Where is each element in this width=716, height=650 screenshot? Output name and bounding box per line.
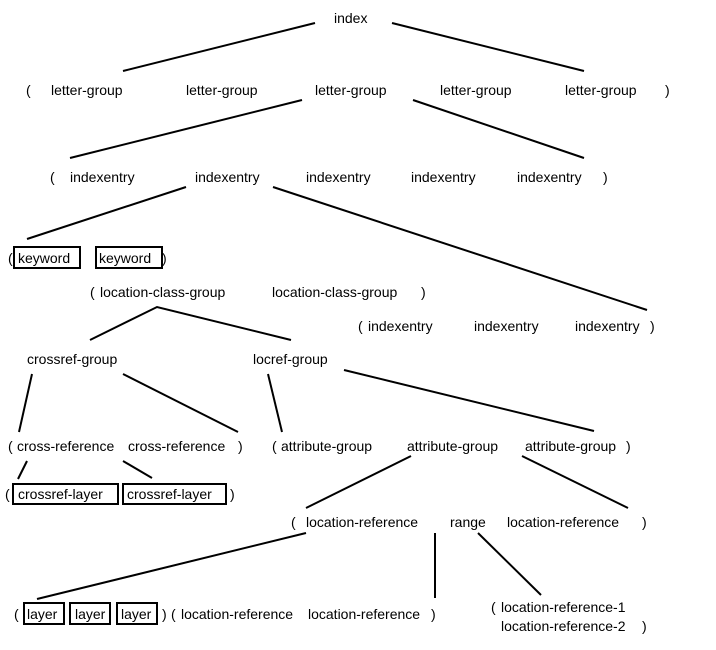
node-indexentry: indexentry [70, 169, 135, 185]
node-indexentry: indexentry [306, 169, 371, 185]
paren-open: ( [358, 318, 363, 334]
paren-close: ) [650, 318, 655, 334]
edge-lg3-to-ie-open [69, 99, 303, 159]
node-indexentry: indexentry [368, 318, 433, 334]
node-indexentry: indexentry [474, 318, 539, 334]
node-letter-group: letter-group [440, 82, 512, 98]
edges [17, 22, 648, 600]
node-keyword: keyword [18, 250, 70, 266]
location-reference-pair: ( location-reference location-reference … [171, 606, 436, 622]
crossref-layer-box [122, 483, 227, 505]
node-attribute-group: attribute-group [281, 438, 372, 454]
paren-open: ( [14, 606, 19, 622]
paren-close: ) [626, 438, 631, 454]
paren-open: ( [26, 82, 31, 98]
node-letter-group: letter-group [565, 82, 637, 98]
paren-close: ) [162, 606, 167, 622]
edge-lg3-to-ie-close [412, 99, 585, 159]
paren-close: ) [642, 514, 647, 530]
keyword-list: ( keyword keyword ) [8, 246, 167, 269]
node-location-reference: location-reference [308, 606, 420, 622]
node-crossref-layer: crossref-layer [18, 486, 103, 502]
paren-close: ) [421, 284, 426, 300]
location-class-group-list: ( location-class-group location-class-gr… [90, 284, 426, 300]
edge-lr1-to-layers [36, 532, 307, 600]
cross-reference-list: ( cross-reference cross-reference ) [8, 438, 243, 454]
node-location-reference-1: location-reference-1 [501, 599, 626, 615]
paren-open: ( [491, 599, 496, 615]
paren-open: ( [5, 486, 10, 502]
crossref-layer-box [12, 483, 119, 505]
paren-open: ( [50, 169, 55, 185]
paren-close: ) [230, 486, 235, 502]
letter-group-list: ( letter-group letter-group letter-group… [26, 82, 670, 98]
edge-crossref-group-to-cr-open [18, 373, 33, 433]
paren-close: ) [431, 606, 436, 622]
edge-ag2-to-lr-close [521, 455, 629, 509]
node-letter-group: letter-group [51, 82, 123, 98]
paren-open: ( [8, 438, 13, 454]
node-crossref-layer: crossref-layer [127, 486, 212, 502]
edge-range-to-rng [477, 532, 542, 596]
node-location-reference: location-reference [507, 514, 619, 530]
edge-ie2-to-keywords [26, 186, 187, 240]
node-crossref-group: crossref-group [27, 351, 117, 367]
edge-cr1-to-crl-open [17, 460, 28, 480]
edge-index-to-lg-close [391, 22, 585, 72]
paren-open: ( [291, 514, 296, 530]
paren-close: ) [642, 618, 647, 634]
node-keyword: keyword [99, 250, 151, 266]
node-layer: layer [75, 606, 106, 622]
layer-box [69, 602, 111, 625]
paren-close: ) [665, 82, 670, 98]
node-cross-reference: cross-reference [128, 438, 225, 454]
paren-open: ( [8, 250, 13, 266]
edge-lcg1-to-children [89, 305, 292, 341]
keyword-box [13, 246, 81, 269]
edge-locref-group-to-ag-open [267, 373, 283, 433]
edge-index-to-lg-open [122, 22, 316, 72]
edge-ag2-to-lr-open [305, 455, 412, 509]
node-location-reference-2: location-reference-2 [501, 618, 626, 634]
node-attribute-group: attribute-group [407, 438, 498, 454]
keyword-box [95, 246, 163, 269]
node-locref-group: locref-group [253, 351, 328, 367]
node-indexentry: indexentry [195, 169, 260, 185]
node-location-reference: location-reference [181, 606, 293, 622]
node-layer: layer [121, 606, 152, 622]
node-location-class-group: location-class-group [100, 284, 225, 300]
attribute-group-list: ( attribute-group attribute-group attrib… [272, 438, 631, 454]
node-location-class-group: location-class-group [272, 284, 397, 300]
node-letter-group: letter-group [186, 82, 258, 98]
layer-box [23, 602, 65, 625]
layer-box [116, 602, 158, 625]
node-index: index [334, 10, 367, 26]
location-reference-list: ( location-reference range location-refe… [291, 514, 647, 530]
node-cross-reference: cross-reference [17, 438, 114, 454]
node-indexentry: indexentry [411, 169, 476, 185]
range-children: ( location-reference-1 location-referenc… [491, 599, 647, 634]
paren-close: ) [162, 250, 167, 266]
indexentry-list: ( indexentry indexentry indexentry index… [50, 169, 608, 185]
node-range: range [450, 514, 486, 530]
node-letter-group: letter-group [315, 82, 387, 98]
node-indexentry: indexentry [517, 169, 582, 185]
node-attribute-group: attribute-group [525, 438, 616, 454]
layer-list: ( layer layer layer ) [14, 602, 167, 625]
edge-locref-group-to-ag-close [343, 369, 595, 432]
node-indexentry: indexentry [575, 318, 640, 334]
edge-cr1-to-crl-close [122, 460, 153, 479]
node-layer: layer [27, 606, 58, 622]
paren-open: ( [171, 606, 176, 622]
edge-ie2-to-sub-indexentries [272, 186, 648, 311]
sub-indexentry-list: ( indexentry indexentry indexentry ) [358, 318, 655, 334]
crossref-layer-list: ( crossref-layer crossref-layer ) [5, 483, 235, 505]
node-location-reference: location-reference [306, 514, 418, 530]
paren-close: ) [603, 169, 608, 185]
edge-crossref-group-to-cr-close [122, 373, 239, 433]
paren-close: ) [238, 438, 243, 454]
paren-open: ( [272, 438, 277, 454]
paren-open: ( [90, 284, 95, 300]
